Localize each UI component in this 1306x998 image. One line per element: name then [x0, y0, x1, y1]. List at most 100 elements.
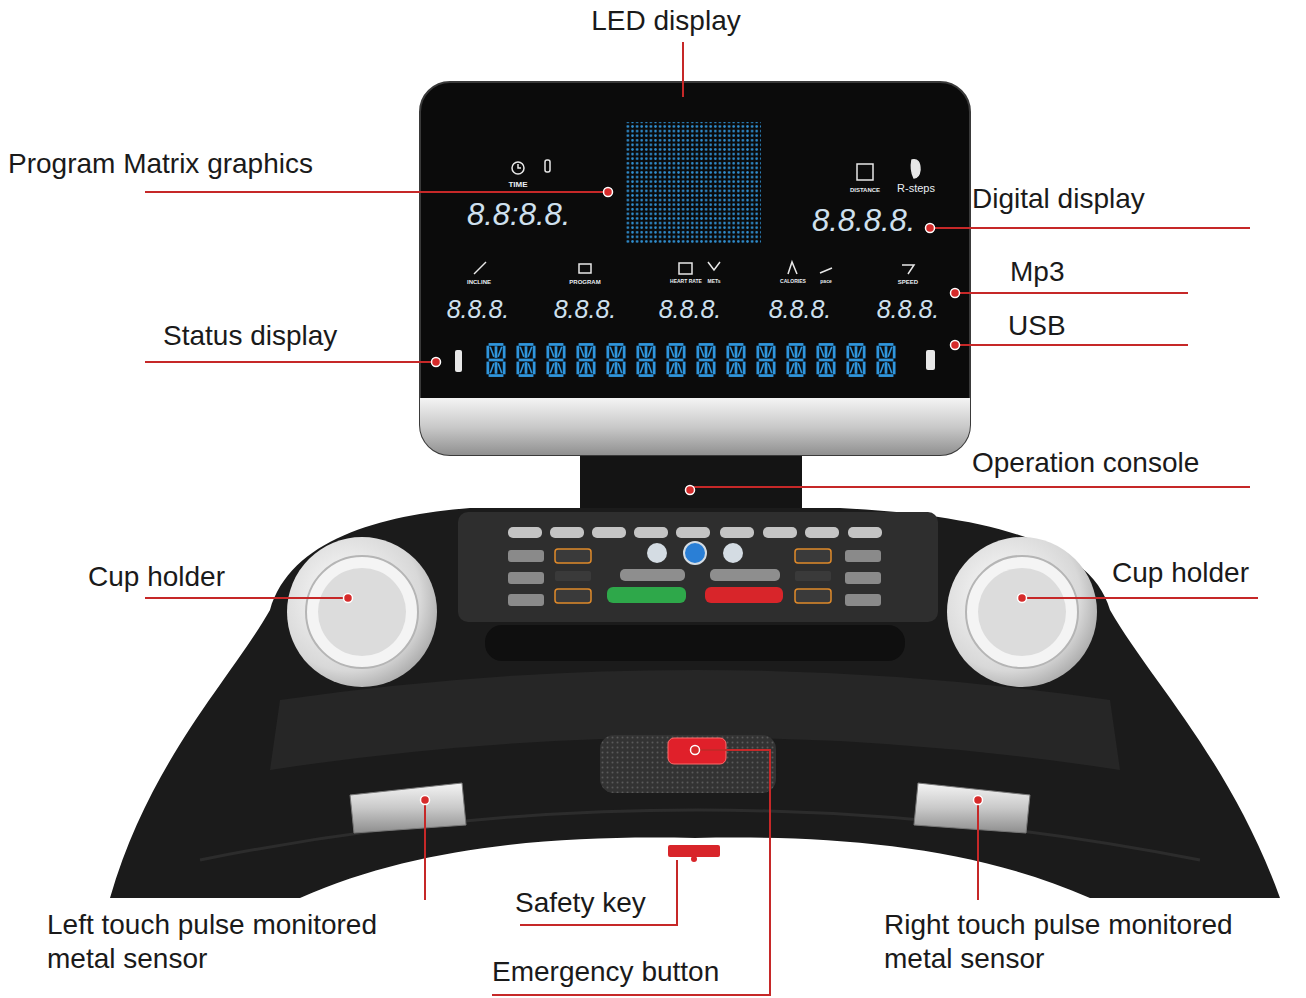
status-display-segments — [876, 343, 895, 377]
safety-key — [691, 856, 697, 862]
leader-line — [930, 227, 1250, 229]
display-icon — [518, 164, 521, 168]
display-caption: R-steps — [897, 182, 935, 195]
safety-key — [668, 845, 720, 857]
leader-dot — [344, 594, 353, 603]
display-caption: DISTANCE — [850, 187, 880, 194]
leader-line — [955, 292, 1188, 294]
keypad-panel — [508, 594, 544, 606]
keypad-panel — [555, 571, 591, 581]
leader-dot — [432, 358, 441, 367]
cup-holder — [287, 537, 437, 687]
leader-line — [424, 800, 426, 900]
display-icon — [902, 265, 914, 274]
leader-line — [955, 344, 1188, 346]
keypad-panel — [555, 589, 591, 603]
display-caption: METs — [708, 279, 721, 285]
status-display-segments — [726, 343, 745, 377]
display-digits: 8.8.8. — [877, 295, 940, 324]
keypad-panel — [550, 527, 584, 538]
safety-key — [668, 845, 720, 862]
led-display — [420, 398, 970, 455]
cup-holder — [287, 537, 1097, 687]
leader-line — [145, 191, 608, 193]
keypad-panel — [458, 512, 938, 661]
callout-label: Mp3 — [1010, 256, 1064, 288]
display-stem — [580, 450, 802, 515]
keypad-panel — [485, 625, 905, 661]
status-display-segments — [756, 343, 775, 377]
keypad-panel — [508, 550, 544, 562]
status-display-segments — [546, 343, 565, 377]
console-body — [270, 670, 1120, 770]
keypad-panel — [508, 572, 544, 584]
callout-label: Digital display — [972, 183, 1145, 215]
keypad-panel — [607, 587, 686, 603]
keypad-panel — [805, 527, 839, 538]
pulse-sensor — [350, 783, 466, 833]
display-caption: TIME — [508, 180, 527, 189]
led-display — [420, 82, 970, 455]
display-digits: 8.8.8. — [659, 295, 722, 324]
display-digits: 8.8.8. — [554, 295, 617, 324]
led-display — [625, 122, 761, 244]
display-icon — [911, 160, 920, 178]
callout-label: Cup holder — [1112, 557, 1249, 589]
status-display-segments — [576, 343, 595, 377]
status-display-segments — [486, 343, 505, 377]
display-icon — [820, 268, 832, 273]
display-digits: 8.8.8. — [447, 295, 510, 324]
keypad-panel — [763, 527, 797, 538]
display-icon — [788, 262, 797, 274]
leader-line — [145, 42, 1258, 995]
callout-label: Operation console — [972, 447, 1199, 479]
status-display-segments — [926, 350, 935, 370]
leader-dot — [1018, 594, 1027, 603]
display-caption: HEART RATE — [670, 279, 702, 285]
keypad-panel — [723, 543, 743, 563]
callout-label: Cup holder — [88, 561, 225, 593]
keypad-panel — [592, 527, 626, 538]
display-caption: SPEED — [898, 279, 918, 286]
status-display-segments — [786, 343, 805, 377]
console-body — [110, 508, 1280, 898]
cup-holder — [306, 556, 418, 668]
leader-line — [145, 597, 348, 599]
keypad-panel — [795, 589, 831, 603]
keypad-panel — [508, 527, 542, 538]
status-display-segments — [846, 343, 865, 377]
display-caption: CALORIES — [780, 279, 806, 285]
keypad-panel — [845, 572, 881, 584]
console-body — [110, 508, 1280, 898]
keypad-panel — [676, 527, 710, 538]
emergency-button — [600, 735, 776, 793]
leader-dot — [926, 224, 935, 233]
display-icon — [708, 262, 720, 270]
keypad-panel — [684, 542, 706, 564]
callout-label: Emergency button — [492, 956, 719, 988]
display-digits: 8.8.8. — [769, 295, 832, 324]
keypad-panel — [845, 594, 881, 606]
callout-label: USB — [1008, 310, 1066, 342]
keypad-panel — [848, 527, 882, 538]
keypad-panel — [555, 549, 591, 563]
callout-label: Right touch pulse monitored metal sensor — [884, 908, 1294, 975]
emergency-button — [600, 735, 776, 793]
led-display — [420, 82, 970, 456]
callout-label: Left touch pulse monitored metal sensor — [47, 908, 452, 975]
status-display-segments — [666, 343, 685, 377]
leader-dot — [951, 289, 960, 298]
leader-line — [145, 361, 436, 363]
status-display-segments — [455, 343, 935, 377]
cup-holder — [978, 568, 1066, 656]
display-caption: PROGRAM — [569, 279, 600, 286]
leader-dot — [421, 796, 430, 805]
pulse-sensor — [914, 783, 1030, 833]
leader-line — [492, 750, 770, 995]
keypad-panel — [634, 527, 668, 538]
callout-label: Program Matrix graphics — [8, 148, 313, 180]
console-body — [200, 810, 1200, 860]
leader-dot — [951, 341, 960, 350]
status-display-segments — [516, 343, 535, 377]
callout-label: Status display — [163, 320, 337, 352]
